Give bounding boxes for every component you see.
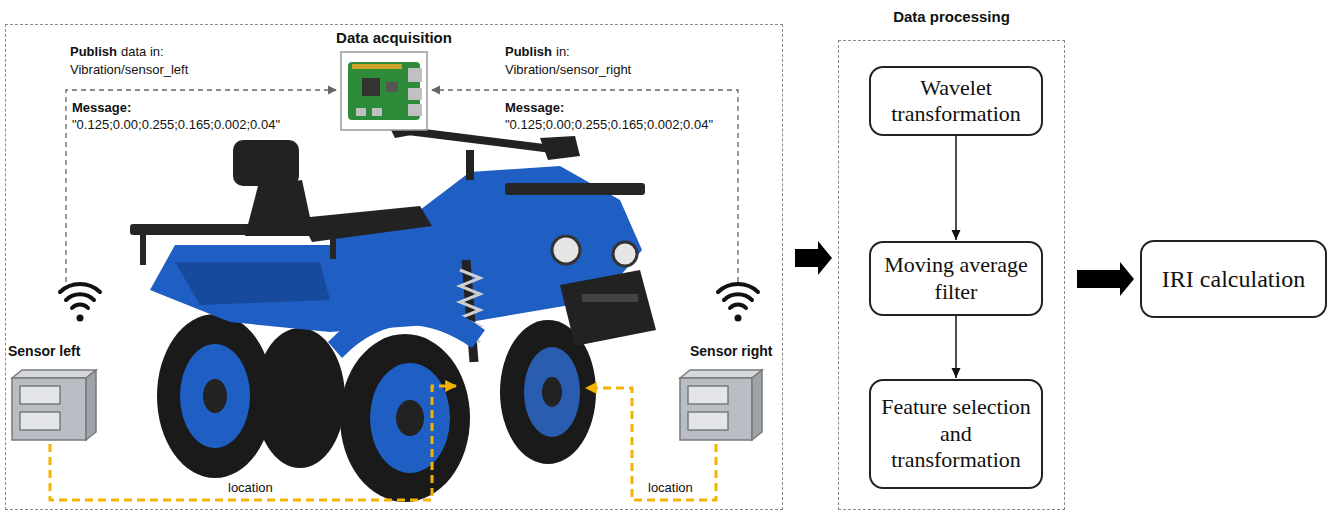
location-line-part (50, 386, 456, 500)
flow-arrow-shape (795, 241, 832, 275)
atv-illustration-part (552, 236, 580, 264)
sensor-label: Sensor right (690, 343, 772, 360)
connector (952, 316, 961, 378)
sensor-box-part (20, 412, 60, 430)
sensor-box-part (12, 378, 86, 440)
sensor-box-part (20, 386, 60, 404)
topic-label: Vibration/sensor_left (70, 62, 188, 78)
sensor-box (12, 370, 762, 440)
location-label: location (228, 480, 273, 496)
connector (952, 136, 961, 240)
topic-label: Message: (72, 100, 131, 116)
atv-illustration-part (542, 377, 562, 407)
box-label: IRI calculation (1162, 265, 1305, 294)
process-box: Moving average filter (869, 241, 1043, 316)
sensor-box-part (688, 386, 728, 404)
atv-illustration-part (582, 294, 638, 302)
wifi-icon-part (730, 305, 746, 308)
raspberry-pi-board-part (356, 108, 366, 116)
topic-label: "0.125;0.00;0.255;0.165;0.002;0.04" (72, 117, 280, 133)
sensor-box-part (12, 370, 96, 378)
wifi-icon-part (72, 305, 88, 308)
connector-line (955, 136, 957, 240)
flow-arrow (795, 241, 832, 275)
publish-line-part (432, 90, 738, 282)
topic-label: Publish (505, 44, 552, 60)
atv-illustration-part (245, 180, 314, 236)
atv-illustration-part (157, 314, 273, 478)
topic-label: "0.125;0.00;0.255;0.165;0.002;0.04" (505, 117, 713, 133)
region-title: Data processing (839, 8, 1064, 25)
atv-illustration-part (203, 379, 227, 413)
sensor-label: Sensor left (8, 343, 80, 360)
atv-illustration-part (140, 235, 146, 265)
raspberry-pi-board (341, 52, 427, 130)
atv-illustration-part (524, 347, 580, 437)
raspberry-pi-board-part (362, 78, 380, 96)
location-label: location (648, 480, 693, 496)
sensor-box-part (688, 412, 728, 430)
process-box: Wavelet transformation (869, 66, 1043, 136)
atv-illustration-part (180, 344, 250, 448)
flow-arrow (1077, 262, 1134, 296)
topic-label: Vibration/sensor_right (505, 62, 631, 78)
process-box: Feature selection and transformation (869, 379, 1043, 489)
flow-arrow-shape (1077, 262, 1134, 296)
atv-illustration-part (262, 186, 272, 206)
wifi-icon-part (735, 315, 742, 322)
arrow-head (952, 230, 961, 240)
atv-illustration-part (613, 242, 637, 266)
box-label: Wavelet transformation (877, 75, 1035, 128)
topic-label: Message: (505, 100, 564, 116)
atv-illustration-part (370, 363, 450, 473)
wifi-icon-part (60, 284, 100, 292)
topic-label: in: (556, 44, 570, 60)
region-title: Data acquisition (6, 29, 782, 46)
wifi-icon (60, 284, 758, 322)
raspberry-pi-board-part (408, 68, 422, 82)
atv-illustration-part (396, 400, 424, 436)
box-label: Feature selection and transformation (877, 394, 1035, 473)
raspberry-pi-board-part (408, 88, 422, 100)
atv-illustration-part (300, 206, 432, 242)
processing-region: Data processingWavelet transformationMov… (838, 40, 1065, 510)
atv-illustration-part (175, 262, 330, 305)
atv-illustration-part (466, 150, 474, 180)
sensor-box-part (86, 370, 96, 440)
sensor-box-part (752, 370, 762, 440)
topic-label: data in: (121, 44, 164, 60)
raspberry-pi-board-part (386, 82, 398, 92)
box-label: Moving average filter (877, 252, 1035, 305)
wifi-icon-part (718, 284, 758, 292)
wifi-icon-part (66, 294, 94, 300)
atv-illustration-part (400, 130, 560, 150)
result-box: IRI calculation (1140, 240, 1327, 318)
publish-line-part (66, 90, 336, 282)
raspberry-pi-board-part (372, 108, 382, 116)
acquisition-region: Data acquisition (5, 24, 783, 510)
atv-illustration-part (340, 334, 470, 502)
location-line (50, 386, 716, 500)
atv-illustration (130, 112, 656, 502)
raspberry-pi-board-part (352, 64, 402, 69)
wifi-icon-part (724, 294, 752, 300)
atv-illustration-part (505, 183, 645, 195)
publish-line (66, 90, 738, 282)
atv-illustration-part (560, 270, 656, 346)
wifi-icon-part (77, 315, 84, 322)
atv-illustration-part (233, 140, 299, 186)
atv-illustration-part (328, 302, 485, 358)
topic-label: Publish (70, 44, 117, 60)
sensor-box-part (680, 370, 762, 378)
raspberry-pi-board-part (408, 104, 422, 116)
raspberry-pi-board-part (341, 52, 427, 130)
arrow-head (952, 368, 961, 378)
sensor-box-part (680, 378, 752, 440)
atv-illustration-part (540, 136, 580, 160)
location-line-part (586, 388, 716, 500)
